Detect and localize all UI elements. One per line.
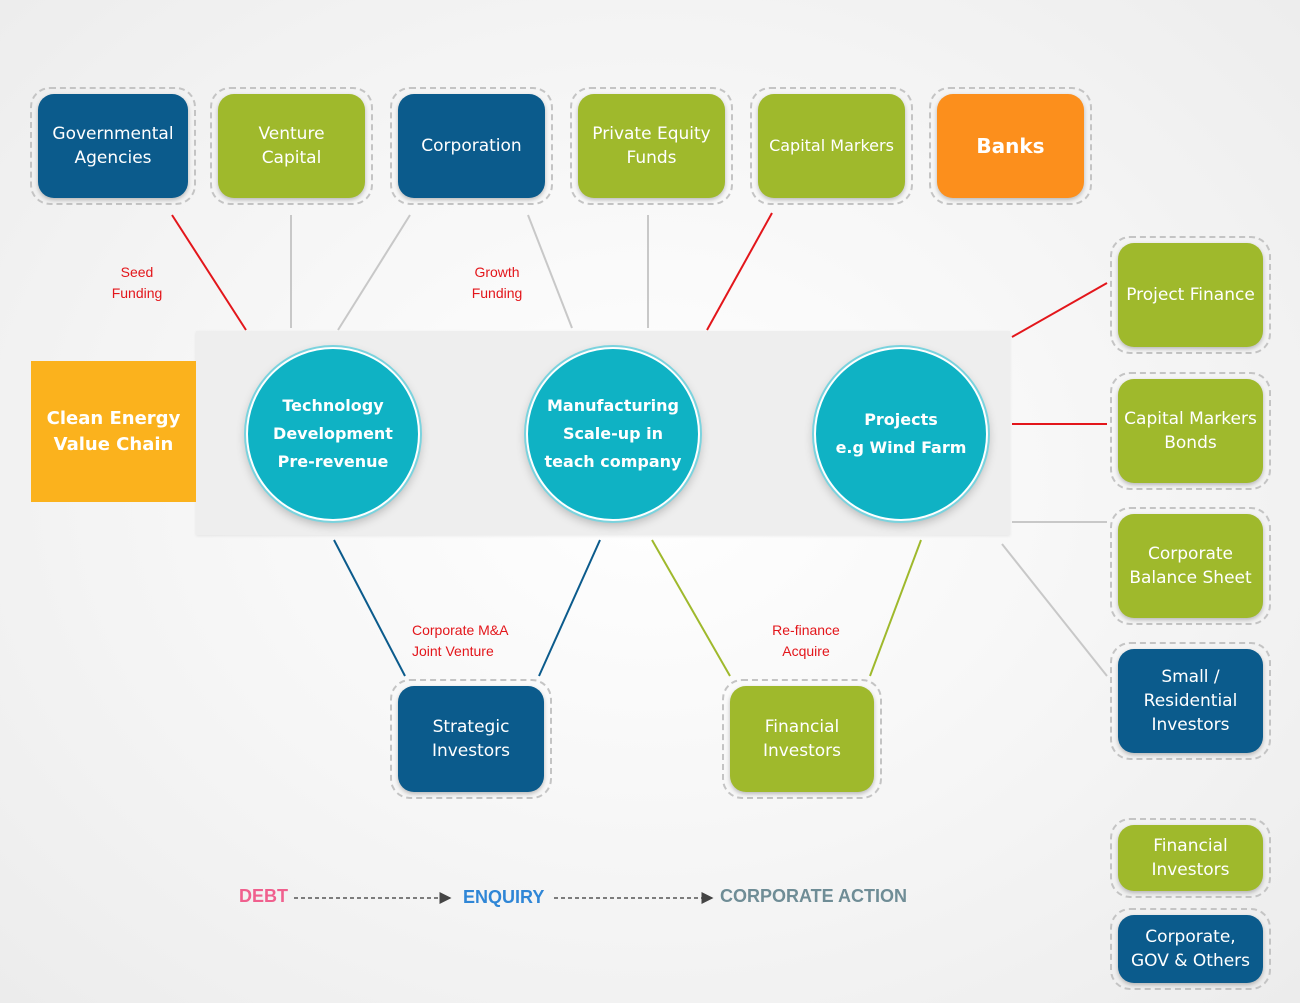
connector-corporation	[337, 214, 411, 331]
source-small-residential-investors[interactable]: Small / Residential Investors	[1118, 649, 1263, 753]
annotation-growth-funding: Growth Funding	[471, 264, 523, 301]
source-frame-financial: Financial Investors	[722, 679, 882, 799]
connector-project-finance	[1011, 282, 1108, 338]
legend-debt: DEBT	[239, 886, 288, 906]
source-frame-capital-bonds: Capital Markers Bonds	[1110, 372, 1271, 490]
value-chain-label: Clean Energy Value Chain	[31, 361, 196, 502]
source-banks[interactable]: Banks	[937, 94, 1084, 198]
connector-residential	[1001, 543, 1108, 677]
source-frame-balance-sheet: Corporate Balance Sheet	[1110, 507, 1271, 625]
annotation-refinance: Re-finance Acquire	[772, 622, 840, 659]
source-strategic-investors[interactable]: Strategic Investors	[398, 686, 544, 792]
source-frame-venture: Venture Capital	[210, 87, 373, 205]
connector-strategic-left	[333, 539, 406, 677]
source-frame-capital-markers: Capital Markers	[750, 87, 913, 205]
legend-corporate-action: CORPORATE ACTION	[720, 886, 907, 906]
connector-strategic-right	[538, 539, 601, 677]
source-corporation[interactable]: Corporation	[398, 94, 545, 198]
source-financial-investors[interactable]: Financial Investors	[730, 686, 874, 792]
source-frame-corporation: Corporation	[390, 87, 553, 205]
key-financial-investors: Financial Investors	[1118, 825, 1263, 891]
source-frame-residential: Small / Residential Investors	[1110, 642, 1271, 760]
source-corporate-balance-sheet[interactable]: Corporate Balance Sheet	[1118, 514, 1263, 618]
annotation-corporate-ma: Corporate M&A Joint Venture	[412, 622, 509, 659]
source-frame-strategic: Strategic Investors	[390, 679, 552, 799]
source-frame-private-equity: Private Equity Funds	[570, 87, 733, 205]
source-capital-markers-bonds[interactable]: Capital Markers Bonds	[1118, 379, 1263, 483]
annotation-seed-funding: Seed Funding	[111, 264, 163, 301]
source-venture-capital[interactable]: Venture Capital	[218, 94, 365, 198]
connector-financial-right	[869, 539, 922, 677]
source-frame-banks: Banks	[929, 87, 1092, 205]
stage-projects[interactable]: Projects e.g Wind Farm	[814, 347, 988, 521]
source-project-finance[interactable]: Project Finance	[1118, 243, 1263, 347]
source-capital-markers[interactable]: Capital Markers	[758, 94, 905, 198]
stage-technology-development[interactable]: Technology Development Pre-revenue	[246, 347, 420, 521]
source-governmental-agencies[interactable]: Governmental Agencies	[38, 94, 188, 198]
stage-manufacturing-scale-up[interactable]: Manufacturing Scale-up in teach company	[526, 347, 700, 521]
connector-growth	[527, 214, 573, 329]
connector-capital-markers	[706, 212, 773, 331]
connector-governmental-seed	[171, 214, 247, 331]
legend-enquiry: ENQUIRY	[463, 887, 545, 907]
source-private-equity-funds[interactable]: Private Equity Funds	[578, 94, 725, 198]
source-frame-governmental: Governmental Agencies	[30, 87, 196, 205]
key-frame-corporate-gov: Corporate, GOV & Others	[1110, 908, 1271, 990]
key-frame-financial: Financial Investors	[1110, 818, 1271, 898]
connector-financial-left	[651, 539, 731, 677]
key-corporate-gov-others: Corporate, GOV & Others	[1118, 915, 1263, 983]
source-frame-project-finance: Project Finance	[1110, 236, 1271, 354]
